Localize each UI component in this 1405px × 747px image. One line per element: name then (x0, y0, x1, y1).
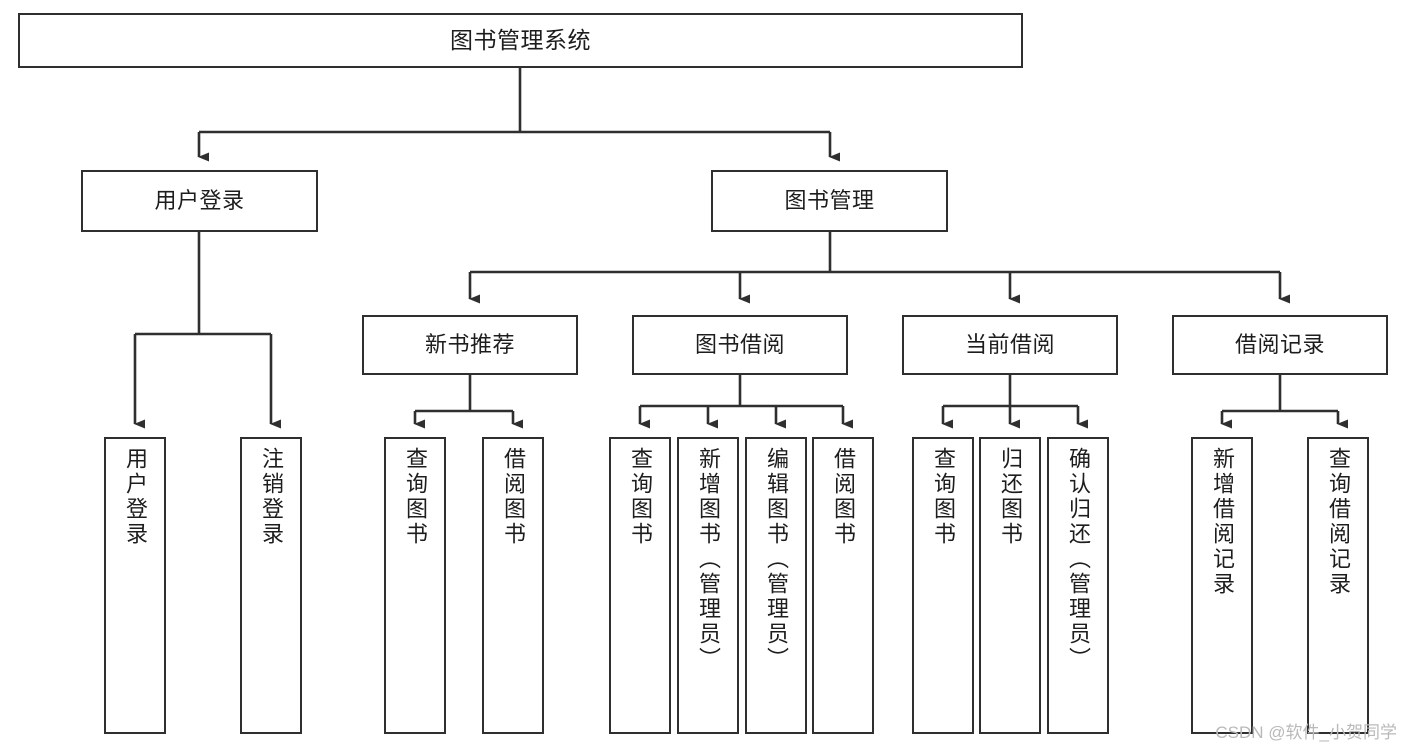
leaf-current-borrow-confirm-return-admin[interactable]: 确认归还（管理员） (1047, 437, 1109, 734)
leaf-current-borrow-query-book[interactable]: 查询图书 (912, 437, 974, 734)
node-label: 借阅图书 (831, 447, 856, 547)
leaf-current-borrow-return-book[interactable]: 归还图书 (979, 437, 1041, 734)
node-label: 新增图书（管理员） (696, 447, 721, 672)
node-label: 新书推荐 (424, 332, 515, 358)
node-label: 图书管理 (784, 188, 875, 214)
leaf-new-book-borrow-book[interactable]: 借阅图书 (482, 437, 544, 734)
leaf-borrow-record-query-record[interactable]: 查询借阅记录 (1307, 437, 1369, 734)
node-label: 当前借阅 (964, 332, 1055, 358)
node-root-book-management-system[interactable]: 图书管理系统 (18, 13, 1023, 68)
leaf-book-borrow-add-book-admin[interactable]: 新增图书（管理员） (677, 437, 739, 734)
node-book-borrow[interactable]: 图书借阅 (632, 315, 848, 375)
node-label: 图书借阅 (694, 332, 785, 358)
node-label: 查询图书 (628, 447, 653, 547)
node-label: 查询借阅记录 (1326, 447, 1351, 597)
leaf-book-borrow-query-book[interactable]: 查询图书 (609, 437, 671, 734)
node-label: 新增借阅记录 (1210, 447, 1235, 597)
node-borrow-record[interactable]: 借阅记录 (1172, 315, 1388, 375)
leaf-book-borrow-edit-book-admin[interactable]: 编辑图书（管理员） (745, 437, 807, 734)
node-book-management[interactable]: 图书管理 (711, 170, 948, 232)
node-label: 查询图书 (403, 447, 428, 547)
node-label: 注销登录 (259, 447, 284, 547)
leaf-borrow-record-add-record[interactable]: 新增借阅记录 (1191, 437, 1253, 734)
node-label: 借阅记录 (1234, 332, 1325, 358)
node-label: 用户登录 (154, 188, 245, 214)
node-current-borrow[interactable]: 当前借阅 (902, 315, 1118, 375)
node-label: 编辑图书（管理员） (764, 447, 789, 672)
node-label: 确认归还（管理员） (1066, 447, 1091, 672)
node-label: 查询图书 (931, 447, 956, 547)
node-label: 用户登录 (123, 447, 148, 547)
leaf-user-login-login[interactable]: 用户登录 (104, 437, 166, 734)
node-user-login[interactable]: 用户登录 (81, 170, 318, 232)
leaf-new-book-query-book[interactable]: 查询图书 (384, 437, 446, 734)
node-new-book-recommend[interactable]: 新书推荐 (362, 315, 578, 375)
node-label: 图书管理系统 (450, 27, 591, 54)
csdn-watermark: CSDN @软件_小贺同学 (1215, 723, 1397, 742)
node-label: 借阅图书 (501, 447, 526, 547)
leaf-book-borrow-borrow-book[interactable]: 借阅图书 (812, 437, 874, 734)
node-label: 归还图书 (998, 447, 1023, 547)
leaf-user-login-logout[interactable]: 注销登录 (240, 437, 302, 734)
